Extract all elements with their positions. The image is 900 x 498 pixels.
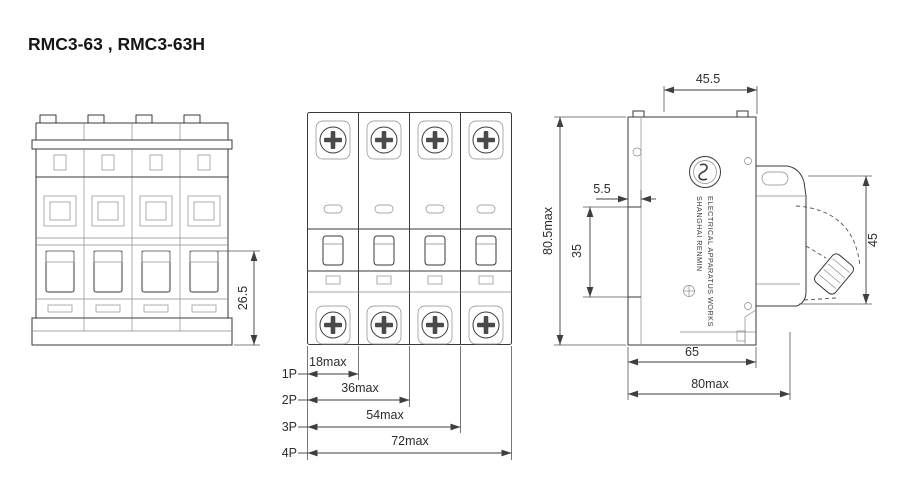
pole-label-3p: 3P <box>282 420 297 434</box>
brand-line-2: ELECTRICAL APPARATUS WORKS <box>706 196 715 327</box>
dimension-groove-depth: 5.5 <box>593 182 656 207</box>
dimension-pole-widths: 18max 1P 36max 2P 54max 3P 72max 4P <box>282 346 512 460</box>
screw-terminal-icon <box>366 305 402 345</box>
brand-line-1: SHANGHAI RENMIN <box>695 196 704 272</box>
screw-terminal-icon <box>315 305 351 345</box>
dimension-bottom-inner: 65 <box>627 345 757 400</box>
dim-26-5-label: 26.5 <box>236 286 250 310</box>
screw-terminal-icon <box>417 120 453 160</box>
front-perspective-view <box>31 114 233 346</box>
dim-35-label: 35 <box>570 244 584 258</box>
side-view: SHANGHAI RENMIN ELECTRICAL APPARATUS WOR… <box>627 110 861 346</box>
pole-label-1p: 1P <box>282 367 297 381</box>
rivet-icon <box>744 157 752 165</box>
drawing-title: RMC3-63 , RMC3-63H <box>28 34 205 54</box>
dim-80max-label: 80max <box>691 377 729 391</box>
brand-logo-icon <box>689 156 721 188</box>
dim-72max-label: 72max <box>391 434 429 448</box>
dim-54max-label: 54max <box>366 408 404 422</box>
dim-80-5max-label: 80.5max <box>541 206 555 255</box>
dimension-bottom-outer: 80max <box>628 332 791 400</box>
dimension-front-height: 26.5 <box>218 250 260 346</box>
dim-45-label: 45 <box>866 233 880 247</box>
terminal-slot-icon <box>149 154 163 171</box>
toggle-lever-icon <box>814 253 854 295</box>
dimension-groove-height: 35 <box>570 206 628 298</box>
screw-terminal-icon <box>417 305 453 345</box>
clamp-detail <box>43 195 221 227</box>
mount-hole-icon <box>632 147 642 157</box>
terminal-slot-icon <box>53 154 67 171</box>
pole-label-2p: 2P <box>282 393 297 407</box>
earth-symbol-icon <box>683 285 695 297</box>
front-view <box>307 112 512 345</box>
dim-45-5-label: 45.5 <box>696 72 720 86</box>
dim-65-label: 65 <box>685 345 699 359</box>
dimension-total-height: 80.5max <box>541 116 626 346</box>
screw-terminal-icon <box>315 120 351 160</box>
terminal-slot-icon <box>197 154 211 171</box>
dim-36max-label: 36max <box>341 381 379 395</box>
toggle-switch <box>322 235 497 266</box>
screw-terminal-icon <box>468 305 504 345</box>
screw-terminal-icon <box>366 120 402 160</box>
toggle-switch <box>45 250 219 293</box>
pole-label-4p: 4P <box>282 446 297 460</box>
dim-5-5-label: 5.5 <box>593 182 610 196</box>
dimension-panel-height: 45 <box>799 175 880 305</box>
dimension-depth-top: 45.5 <box>663 72 758 114</box>
terminal-slot-icon <box>101 154 115 171</box>
screw-terminal-icon <box>468 120 504 160</box>
rivet-icon <box>744 302 752 310</box>
dim-18max-label: 18max <box>309 355 347 369</box>
